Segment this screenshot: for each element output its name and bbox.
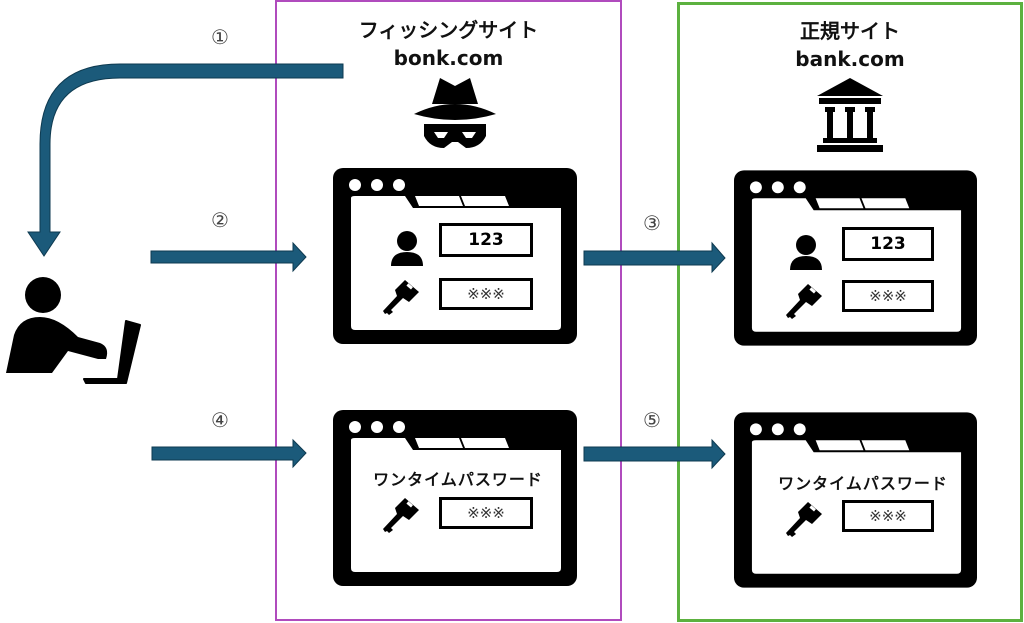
arrow-step-4 <box>151 438 307 469</box>
legit-otp-window: ワンタイムパスワード ※※※ <box>734 412 977 588</box>
otp-field[interactable]: ※※※ <box>842 500 934 532</box>
bank-building-icon <box>817 78 883 152</box>
otp-label: ワンタイムパスワード <box>373 470 543 489</box>
user-icon <box>391 231 423 266</box>
arrow-step-2 <box>150 241 307 273</box>
key-icon <box>383 498 419 533</box>
user-id-value: 123 <box>870 234 906 254</box>
step-label-5: ⑤ <box>643 408 661 432</box>
password-value: ※※※ <box>467 285 505 303</box>
legit-site-title: 正規サイト <box>800 19 900 43</box>
step-label-4: ④ <box>211 408 229 432</box>
user-icon <box>790 235 822 270</box>
key-icon <box>383 280 419 315</box>
phishing-site-box: フィッシングサイト bonk.com <box>275 0 622 621</box>
arrow-step-5 <box>583 438 726 470</box>
key-icon <box>786 502 822 537</box>
legit-site-domain: bank.com <box>795 47 905 71</box>
legit-site-box: 正規サイト bank.com <box>677 2 1023 622</box>
arrow-step-3 <box>583 241 726 274</box>
otp-label: ワンタイムパスワード <box>778 474 948 493</box>
password-field[interactable]: ※※※ <box>439 278 533 310</box>
phishing-otp-window: ワンタイムパスワード ※※※ <box>333 410 577 586</box>
step-label-2: ② <box>211 208 229 232</box>
user-id-field[interactable]: 123 <box>439 223 533 257</box>
user-id-field[interactable]: 123 <box>842 227 934 261</box>
user-id-value: 123 <box>468 230 504 250</box>
phishing-site-domain: bonk.com <box>393 46 504 70</box>
legit-login-window: 123 ※※※ <box>734 170 977 346</box>
otp-value: ※※※ <box>467 504 505 522</box>
step-label-3: ③ <box>643 211 661 235</box>
phishing-site-title: フィッシングサイト <box>358 18 539 42</box>
arrow-step-1 <box>27 63 344 257</box>
spy-icon <box>414 78 496 148</box>
otp-value: ※※※ <box>869 507 907 525</box>
otp-field[interactable]: ※※※ <box>439 497 533 529</box>
person-with-laptop-icon <box>6 277 141 384</box>
password-value: ※※※ <box>869 287 907 305</box>
phishing-login-window: 123 ※※※ <box>333 168 577 344</box>
key-icon <box>786 284 822 319</box>
step-label-1: ① <box>211 25 229 49</box>
password-field[interactable]: ※※※ <box>842 280 934 312</box>
